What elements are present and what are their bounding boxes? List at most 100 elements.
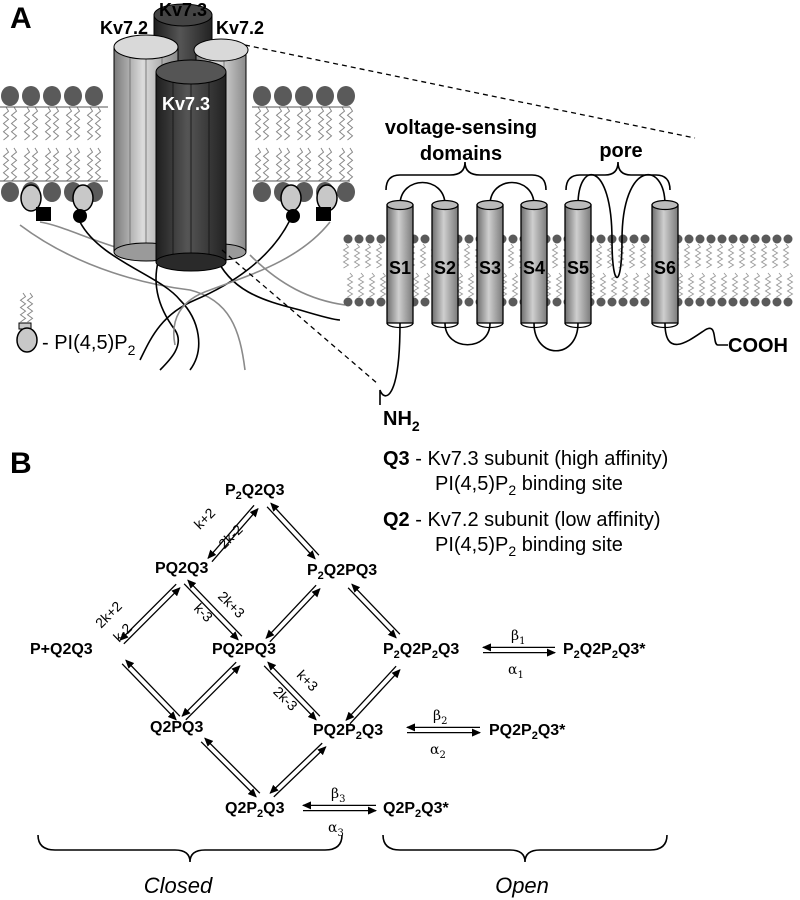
open-states: P2Q2P2Q3* PQ2P2Q3* Q2P2Q3* xyxy=(383,641,646,820)
kv7-2-label-left: Kv7.2 xyxy=(100,18,148,38)
lipid-head xyxy=(596,234,606,244)
lipid-tail xyxy=(10,147,18,182)
state-open-p2q2p2q3: P2Q2P2Q3* xyxy=(563,641,646,661)
lipid-head xyxy=(629,234,639,244)
helix-s1: S1 xyxy=(386,199,414,329)
reversible-arrow xyxy=(482,643,556,657)
lipid-head xyxy=(343,297,353,307)
helix-s3: S3 xyxy=(476,199,504,329)
lipid-head xyxy=(552,234,562,244)
segment-label: S3 xyxy=(479,258,501,278)
n-terminus-line xyxy=(379,322,401,405)
reverse-arrow xyxy=(125,659,181,717)
lipid-tail xyxy=(342,243,350,269)
lipid-tail xyxy=(325,106,333,141)
lipid-tail xyxy=(23,147,31,182)
lipid-head xyxy=(695,234,705,244)
lipid-head xyxy=(253,86,271,106)
lipid-tail xyxy=(606,243,614,269)
lipid-tail xyxy=(716,243,724,269)
lipid-tail xyxy=(555,272,563,298)
lipid-tail xyxy=(775,272,783,298)
lipid-tail xyxy=(749,243,757,269)
lipid-head xyxy=(640,297,650,307)
closed-brace xyxy=(37,834,343,863)
pip2-legend-text: - PI(4,5)P2 xyxy=(42,332,136,358)
topology-loops xyxy=(379,174,728,405)
reverse-arrow xyxy=(267,661,321,717)
lipid-head xyxy=(750,297,760,307)
lipid-tail xyxy=(423,272,431,298)
lipid-head xyxy=(618,234,628,244)
state-pq2q3: PQ2Q3 xyxy=(155,560,208,577)
lipid-tail xyxy=(254,106,262,141)
lipid-head xyxy=(376,297,386,307)
reverse-arrow xyxy=(119,583,177,641)
lipid-head xyxy=(772,297,782,307)
state-open-q2p2q3: Q2P2Q3* xyxy=(383,800,449,820)
lipid-head xyxy=(596,297,606,307)
lipid-tail xyxy=(705,243,713,269)
helix-top xyxy=(476,199,504,211)
lipid-tail xyxy=(44,147,52,182)
reversible-arrow xyxy=(265,584,321,643)
lipid-tail xyxy=(364,243,372,269)
lipid-tail xyxy=(338,147,346,182)
lipid-tail xyxy=(639,243,647,269)
lipid-tail xyxy=(296,106,304,141)
lipid-head xyxy=(316,86,334,106)
reverse-arrow xyxy=(269,742,323,794)
state-pq2p2q3: PQ2P2Q3 xyxy=(313,722,383,742)
lipid-head xyxy=(420,297,430,307)
lipid-tail xyxy=(353,243,361,269)
pip2-icon xyxy=(280,184,302,223)
lipid-tail xyxy=(368,272,376,298)
vsd-brace xyxy=(385,161,547,191)
pip2-icon xyxy=(72,184,94,223)
lipid-tail xyxy=(10,106,18,141)
rate-beta-2: β2 xyxy=(433,708,447,727)
lipid-head xyxy=(739,234,749,244)
forward-arrow xyxy=(269,588,321,643)
lipid-head xyxy=(629,297,639,307)
lipid-tail xyxy=(19,292,27,323)
lipid-tail xyxy=(346,272,354,298)
lipid-head xyxy=(695,297,705,307)
lipid-tail xyxy=(325,147,333,182)
n-terminus-label: NH2 xyxy=(383,408,420,434)
segment-label: S6 xyxy=(654,258,676,278)
lipid-tail xyxy=(262,147,270,182)
reverse-arrow xyxy=(265,584,317,639)
lipid-head xyxy=(717,234,727,244)
lipid-head xyxy=(420,234,430,244)
lipid-head xyxy=(783,234,793,244)
rate-beta-3: β3 xyxy=(331,786,345,805)
state-open-pq2p2q3: PQ2P2Q3* xyxy=(489,722,566,742)
state-p2q2q3: P2Q2Q3 xyxy=(225,482,285,502)
state-q2p2q3: Q2P2Q3 xyxy=(225,800,285,820)
reverse-arrow xyxy=(270,502,320,556)
reverse-arrow xyxy=(181,661,237,717)
helix-s2: S2 xyxy=(431,199,459,329)
vsd-label-line2: domains xyxy=(420,143,502,165)
lipid-tail xyxy=(760,243,768,269)
lipid-head xyxy=(354,297,364,307)
lipid-head xyxy=(761,234,771,244)
lipid-tail xyxy=(379,272,387,298)
kv7-3-label-top: Kv7.3 xyxy=(159,0,207,20)
helix-bottom xyxy=(476,322,504,329)
lipid-head xyxy=(684,234,694,244)
topology-braces xyxy=(385,161,671,191)
lipid-tail xyxy=(317,106,325,141)
lipid-tail xyxy=(764,272,772,298)
reversible-arrow xyxy=(121,659,181,721)
lipid-tail xyxy=(65,147,73,182)
lipid-tail xyxy=(94,147,102,182)
lipid-tail xyxy=(786,272,794,298)
lipid-head xyxy=(684,297,694,307)
lipid-head xyxy=(295,86,313,106)
closed-label: Closed xyxy=(144,873,213,898)
pip2-icon xyxy=(20,184,51,221)
lipid-tail xyxy=(632,272,640,298)
